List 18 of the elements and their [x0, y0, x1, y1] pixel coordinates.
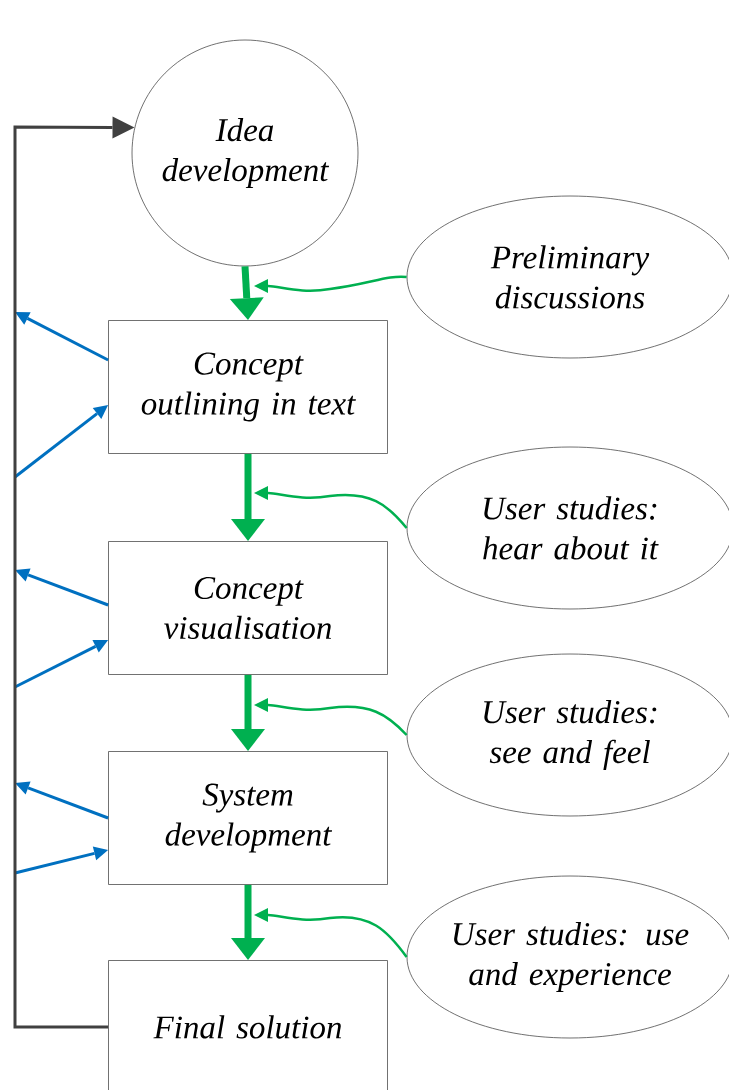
arrow	[15, 312, 109, 362]
arrow	[231, 453, 265, 542]
arrow	[15, 568, 109, 607]
arrow	[231, 884, 265, 961]
process-box: Concept outlining in text	[108, 320, 388, 454]
arrow	[14, 640, 109, 689]
arrow	[254, 275, 407, 293]
process-box: Concept visualisation	[108, 541, 388, 675]
arrow	[13, 116, 135, 1029]
arrow	[254, 698, 408, 736]
process-box: Final solution	[108, 960, 388, 1090]
arrow	[254, 486, 408, 529]
arrow	[14, 405, 109, 479]
arrow	[15, 781, 109, 820]
arrow	[14, 846, 109, 875]
arrow	[254, 908, 408, 958]
process-box: System development	[108, 751, 388, 885]
arrow	[231, 674, 265, 752]
